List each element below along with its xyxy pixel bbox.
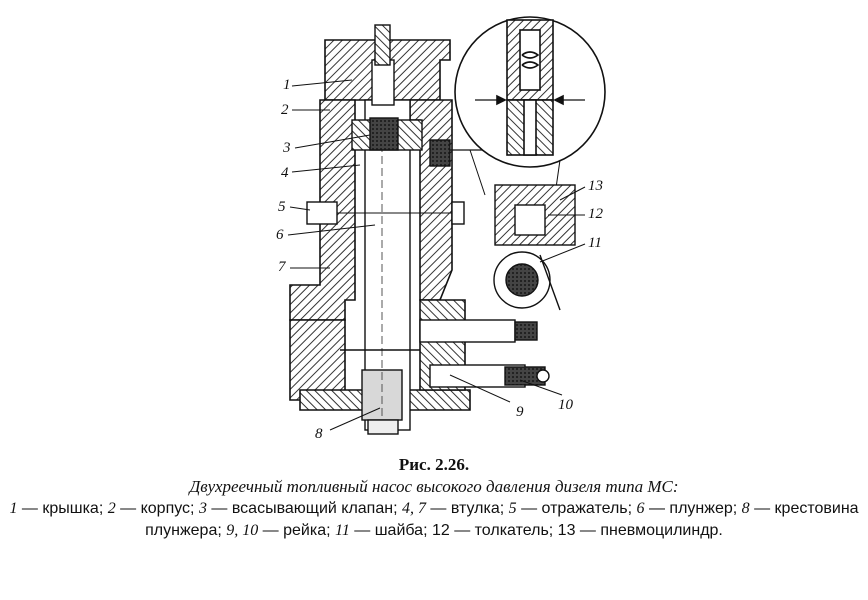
reflector-bolt	[306, 201, 465, 225]
leader-lines	[287, 79, 586, 431]
label-6: 6	[276, 227, 284, 243]
figure-title: Рис. 2.26.	[398, 455, 470, 474]
legend-item: 4, 7 — втулка;	[401, 500, 509, 517]
pump-cross-section-drawing	[287, 16, 606, 435]
label-12: 12	[588, 206, 603, 222]
inlet-fitting	[429, 139, 488, 167]
plunger	[361, 24, 411, 435]
legend-item: 8 — крестовина плунжера;	[145, 500, 859, 539]
legend-item: 2 — корпус;	[107, 500, 199, 517]
legend-item: 1 — крышка;	[9, 500, 108, 517]
figure-legend: 1 — крышка; 2 — корпус; 3 — всасывающий …	[0, 498, 868, 542]
label-11: 11	[588, 235, 602, 251]
legend-item: 9, 10 — рейка;	[226, 522, 335, 539]
label-7: 7	[278, 259, 286, 275]
label-10: 10	[558, 397, 573, 413]
legend-item: 12 — толкатель;	[431, 522, 558, 539]
legend-item: 13 — пневмоцилиндр.	[557, 522, 723, 539]
pump-diagram: 1 2 3 4 5 6 7 8 9 10 11 12 13	[276, 16, 606, 442]
tappet-detail	[493, 184, 576, 311]
suction-valve	[351, 117, 423, 151]
legend-item: 5 — отражатель;	[508, 500, 637, 517]
label-5: 5	[278, 199, 286, 215]
label-1: 1	[283, 77, 291, 93]
racks	[340, 319, 550, 388]
label-8: 8	[315, 426, 323, 442]
label-13: 13	[588, 178, 603, 194]
label-2: 2	[281, 102, 289, 118]
label-9: 9	[516, 404, 524, 420]
valve-detail-inset	[454, 16, 606, 196]
label-3: 3	[283, 140, 291, 156]
legend-item: 3 — всасывающий клапан;	[198, 500, 402, 517]
legend-item: 6 — плунжер;	[636, 500, 742, 517]
label-4: 4	[281, 165, 289, 181]
legend-item: 11 — шайба;	[335, 522, 432, 539]
figure-subtitle: Двухреечный топливный насос высокого дав…	[189, 477, 679, 496]
figure-caption: Рис. 2.26. Двухреечный топливный насос в…	[0, 454, 868, 542]
